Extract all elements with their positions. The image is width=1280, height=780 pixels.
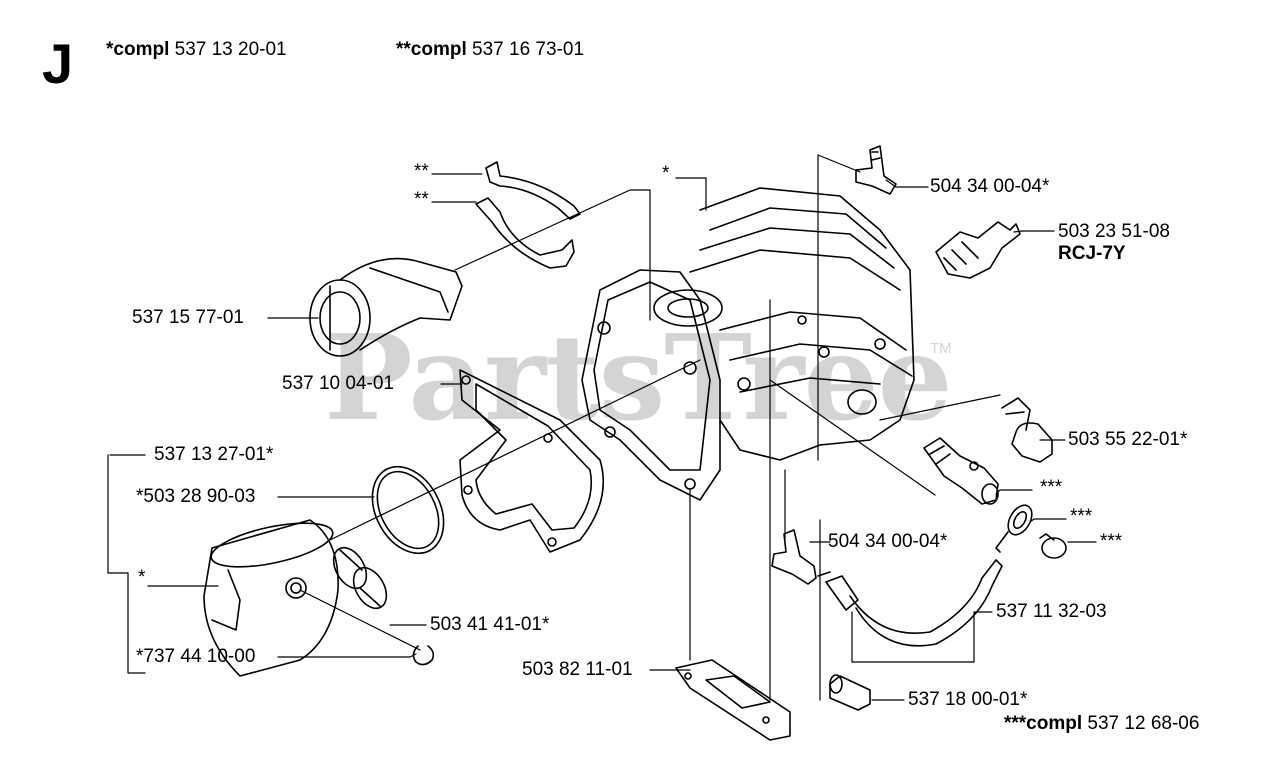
valve (924, 438, 998, 504)
label-piston-ring: *503 28 90-03 (136, 486, 256, 507)
label-piston: * (138, 567, 146, 588)
fuel-hose (818, 560, 1002, 646)
fuel-filter (830, 675, 870, 710)
label-clip-2: ** (414, 189, 429, 210)
label-spark-plug: 503 23 51-08 (1058, 221, 1170, 242)
compl-1-number: 537 13 20-01 (174, 39, 287, 60)
clip-upper (486, 162, 580, 219)
label-hose: 537 11 32-03 (996, 601, 1107, 622)
intake-manifold (310, 259, 462, 356)
piston-ring (358, 454, 458, 565)
label-valve: *** (1040, 477, 1063, 498)
compl-1-label: *compl (106, 39, 170, 60)
compl-2-number: 537 16 73-01 (472, 39, 585, 60)
label-clip-1: ** (414, 161, 429, 182)
base-gasket (676, 660, 790, 740)
compl-1: *compl 537 13 20-01 (106, 40, 287, 60)
intake-gasket (460, 370, 603, 552)
label-filter: 537 18 00-01* (908, 689, 1028, 710)
label-cylinder: * (662, 163, 670, 184)
label-gasket-plate: 537 10 04-01 (282, 373, 394, 394)
label-bearing: 503 41 41-01* (430, 614, 550, 635)
label-plug: 503 55 22-01* (1068, 429, 1188, 450)
label-circlip: *737 44 10-00 (136, 646, 256, 667)
label-washer-ring: *** (1070, 506, 1093, 527)
watermark: PartsTree (324, 308, 953, 447)
label-intake: 537 15 77-01 (132, 307, 244, 328)
circlip (413, 646, 433, 665)
compl-3: ***compl 537 12 68-06 (1004, 714, 1199, 734)
label-piston-kit: 537 13 27-01* (154, 444, 274, 465)
compl-2: **compl 537 16 73-01 (396, 40, 584, 60)
label-elbow-bottom: 504 34 00-04* (828, 531, 948, 552)
washer-ring (996, 501, 1037, 552)
label-spark-plug-type: RCJ-7Y (1058, 243, 1126, 264)
plug (1002, 398, 1052, 462)
watermark-trademark: TM (930, 340, 952, 357)
compl-3-number: 537 12 68-06 (1087, 713, 1200, 734)
elbow-fitting-bottom (772, 530, 816, 584)
label-base-gasket: 503 82 11-01 (522, 659, 633, 680)
cylinder (582, 188, 914, 500)
piston (204, 515, 338, 676)
compl-3-label: ***compl (1004, 713, 1083, 734)
clip-lower (476, 198, 574, 268)
label-screw: *** (1100, 531, 1123, 552)
label-elbow-top: 504 34 00-04* (930, 176, 1050, 197)
screw (1040, 534, 1066, 558)
elbow-fitting-top (856, 146, 896, 194)
section-letter: J (42, 32, 74, 95)
spark-plug (936, 222, 1020, 278)
compl-2-label: **compl (396, 39, 467, 60)
needle-bearing (327, 542, 393, 614)
